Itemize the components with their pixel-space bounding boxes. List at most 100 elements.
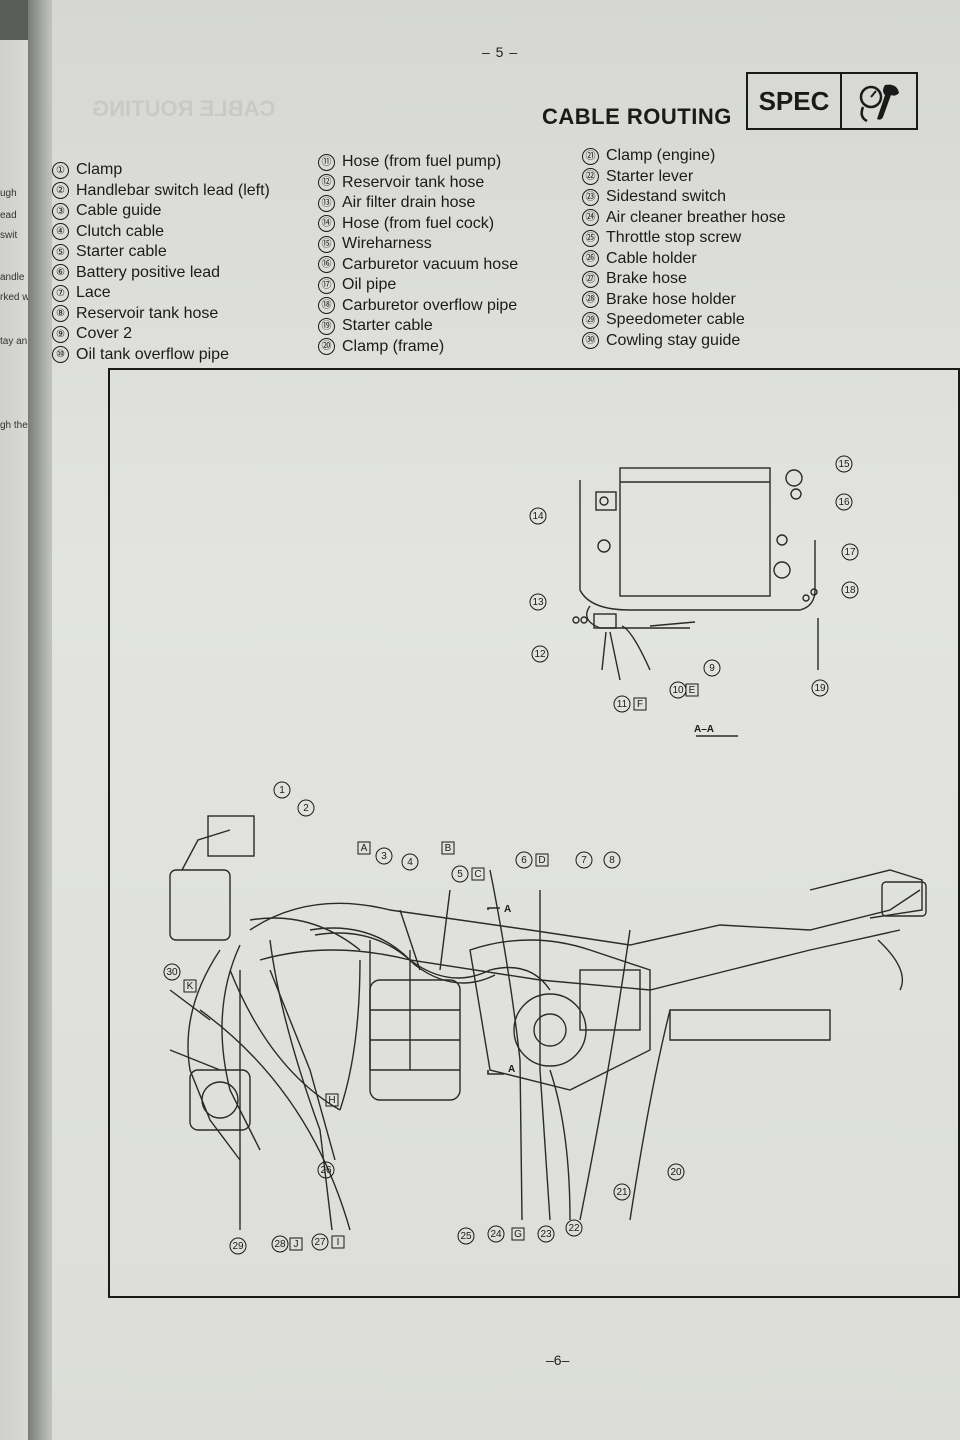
legend-label: Cable guide bbox=[76, 202, 162, 219]
legend-number: ㉕ bbox=[582, 229, 599, 247]
callout-29: 29 bbox=[232, 1241, 244, 1252]
legend-label: Clamp (frame) bbox=[342, 337, 445, 355]
left-page-fragment: andle bbox=[0, 272, 25, 283]
section-aa-drawing bbox=[572, 467, 819, 681]
legend-label: Throttle stop screw bbox=[606, 229, 742, 246]
legend-number: ㉙ bbox=[582, 311, 599, 329]
diagram-frame: A A A–A bbox=[108, 368, 960, 1298]
legend-number: ② bbox=[52, 182, 69, 200]
callout-22: 22 bbox=[568, 1223, 580, 1234]
callout-5: 5 bbox=[457, 869, 463, 880]
legend-number: ㉑ bbox=[582, 147, 599, 165]
legend-label: Reservoir tank hose bbox=[76, 304, 219, 322]
tag-e: E bbox=[689, 685, 696, 696]
callout-6: 6 bbox=[521, 855, 527, 866]
legend-number: ③ bbox=[52, 202, 69, 220]
callout-12: 12 bbox=[534, 649, 546, 660]
callout-26: 26 bbox=[320, 1165, 332, 1176]
callout-16: 16 bbox=[838, 497, 850, 508]
callout-15: 15 bbox=[838, 459, 850, 470]
legend-label: Clamp (engine) bbox=[606, 147, 716, 164]
callout-27: 27 bbox=[314, 1237, 326, 1248]
legend-number: ㉖ bbox=[582, 250, 599, 268]
legend-number: ㉚ bbox=[582, 332, 599, 350]
legend-number: ① bbox=[52, 161, 69, 179]
tag-b: B bbox=[445, 843, 452, 854]
callout-20: 20 bbox=[670, 1167, 682, 1178]
legend-label: Cover 2 bbox=[76, 325, 133, 342]
legend-label: Lace bbox=[76, 284, 111, 301]
callout-28: 28 bbox=[274, 1239, 286, 1250]
tag-h: H bbox=[328, 1095, 335, 1106]
legend-number: ⑬ bbox=[318, 194, 335, 212]
legend-number: ⑪ bbox=[318, 153, 335, 171]
legend-label: Brake hose holder bbox=[606, 290, 736, 308]
callout-21: 21 bbox=[616, 1187, 628, 1198]
legend-number: ⑯ bbox=[318, 256, 335, 274]
tag-c: C bbox=[474, 869, 481, 880]
legend-label: Hose (from fuel cock) bbox=[342, 214, 495, 232]
legend-label: Clamp bbox=[76, 161, 123, 178]
legend-number: ㉘ bbox=[582, 291, 599, 309]
tag-j: J bbox=[294, 1239, 299, 1250]
tag-i: I bbox=[337, 1237, 340, 1248]
legend-label: Reservoir tank hose bbox=[342, 173, 485, 191]
legend-number: ⑭ bbox=[318, 215, 335, 233]
legend-item: ⑭ Hose (from fuel cock) bbox=[318, 214, 518, 235]
legend-item: ⑧ Reservoir tank hose bbox=[52, 304, 270, 325]
legend-number: ⑤ bbox=[52, 243, 69, 261]
left-page-fragment: ugh bbox=[0, 188, 17, 199]
legend-label: Hose (from fuel pump) bbox=[342, 153, 502, 170]
spec-label: SPEC bbox=[748, 74, 842, 128]
bleed-through-text: CABLE ROUTING bbox=[92, 96, 276, 121]
legend-item: ⑲ Starter cable bbox=[318, 316, 518, 337]
tag-a: A bbox=[361, 843, 368, 854]
legend-number: ㉒ bbox=[582, 168, 599, 186]
callout-14: 14 bbox=[532, 511, 544, 522]
legend-label: Battery positive lead bbox=[76, 263, 221, 281]
legend-number: ⑲ bbox=[318, 317, 335, 335]
manual-page: – 5 – CABLE ROUTING CABLE ROUTING SPEC ①… bbox=[52, 0, 960, 1440]
callout-11: 11 bbox=[617, 699, 628, 710]
callout-8: 8 bbox=[609, 855, 615, 866]
legend-label: Air cleaner breather hose bbox=[606, 208, 786, 226]
legend-number: ⑦ bbox=[52, 284, 69, 302]
legend-label: Sidestand switch bbox=[606, 188, 727, 205]
callout-1: 1 bbox=[279, 785, 285, 796]
tag-f: F bbox=[637, 699, 643, 710]
tag-k: K bbox=[187, 981, 194, 992]
legend-number: ⑮ bbox=[318, 235, 335, 253]
page-number-bottom: –6– bbox=[546, 1352, 570, 1368]
legend-item: ⑪ Hose (from fuel pump) bbox=[318, 152, 518, 173]
legend-label: Starter cable bbox=[342, 317, 433, 334]
legend-label: Starter cable bbox=[76, 243, 167, 260]
callout-4: 4 bbox=[407, 857, 413, 868]
legend-item: ⑤ Starter cable bbox=[52, 242, 270, 263]
motorcycle-side-view bbox=[169, 815, 927, 1231]
callout-24: 24 bbox=[490, 1229, 502, 1240]
legend-number: ⑧ bbox=[52, 305, 69, 323]
legend-number: ⑰ bbox=[318, 276, 335, 294]
callout-9: 9 bbox=[709, 663, 715, 674]
cut-mark-label: A bbox=[504, 904, 511, 915]
legend-number: ⑥ bbox=[52, 264, 69, 282]
tag-g: G bbox=[514, 1229, 522, 1240]
spec-badge: SPEC bbox=[746, 72, 918, 130]
legend-label: Oil tank overflow pipe bbox=[76, 345, 229, 363]
legend-label: Brake hose bbox=[606, 270, 687, 287]
callout-2: 2 bbox=[303, 803, 309, 814]
